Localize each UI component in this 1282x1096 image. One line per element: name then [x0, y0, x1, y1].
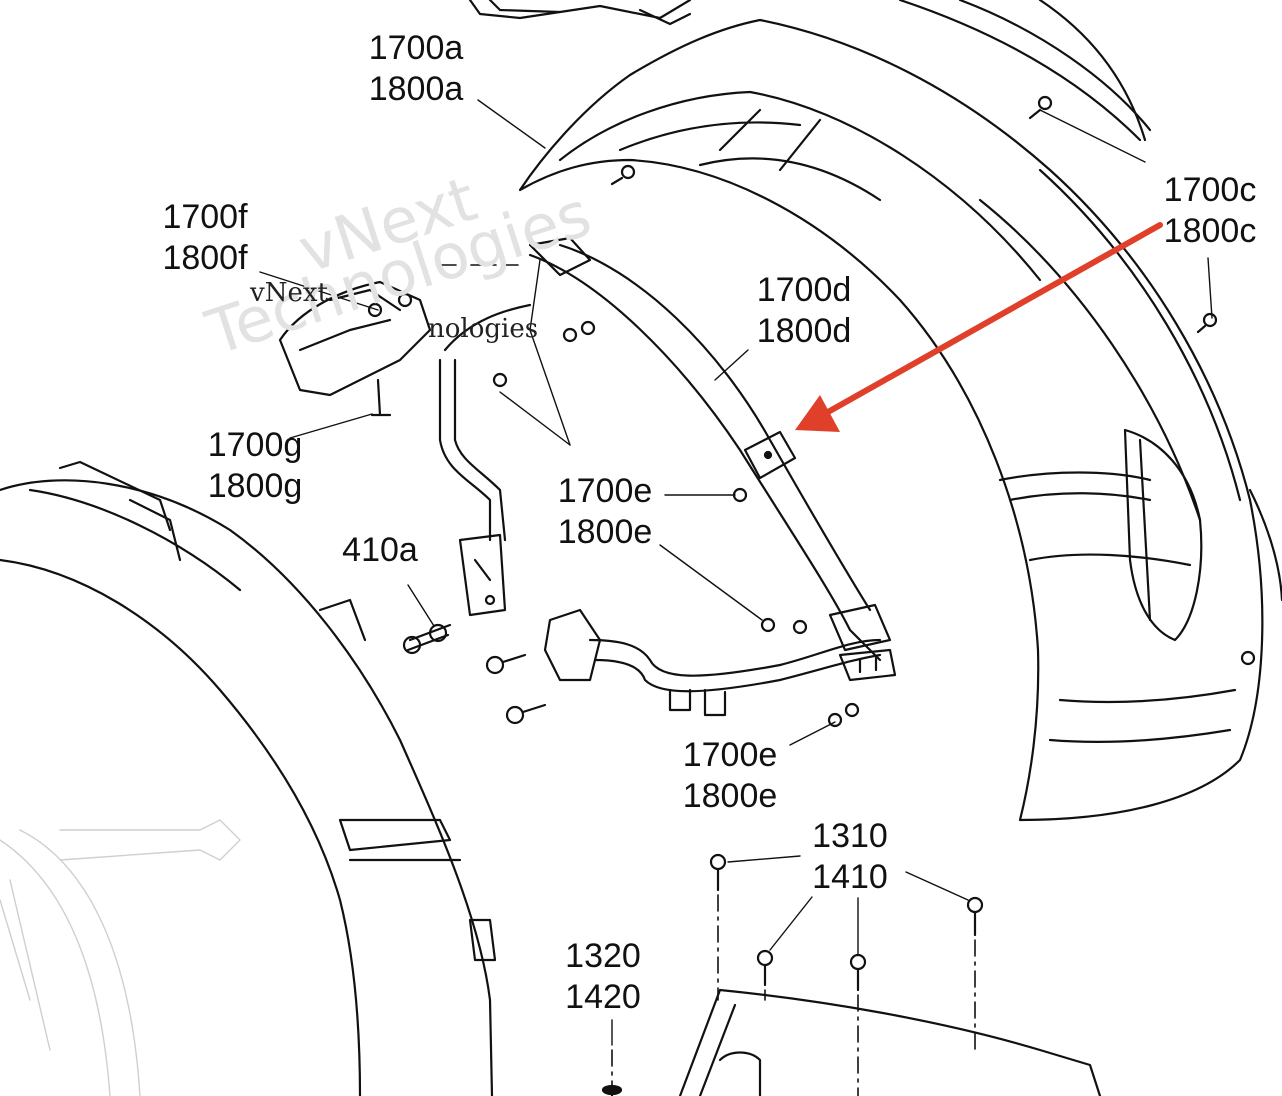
part-number: 410a	[342, 531, 418, 569]
part-number: 1420	[565, 978, 641, 1016]
part-number: 1700d	[756, 271, 852, 309]
callout-1700a: 1700a 1800a	[369, 28, 464, 110]
part-number: 1800f	[162, 239, 248, 277]
assembly-guide-lines	[439, 264, 976, 1096]
callout-1700d: 1700d 1800d	[757, 270, 852, 352]
part-number: 1320	[565, 937, 641, 975]
part-number: 1800a	[368, 70, 464, 108]
part-number: 1800e	[682, 777, 778, 815]
callout-1700f: 1700f 1800f	[162, 197, 247, 279]
rear-fender-panel	[518, 0, 1282, 822]
faint-background-part	[0, 819, 241, 1096]
part-number: 1700e	[557, 472, 653, 510]
part-number: 1800e	[557, 513, 653, 551]
small-mount-part	[278, 280, 432, 417]
top-clipped-part	[468, 0, 692, 26]
part-number: 1800d	[756, 312, 852, 350]
callout-1320: 1320 1420	[565, 936, 641, 1018]
callout-1700e-lower: 1700e 1800e	[683, 735, 778, 817]
callout-1700g: 1700g 1800g	[208, 425, 303, 507]
part-number: 1700e	[682, 736, 778, 774]
part-number: 1800c	[1163, 212, 1257, 250]
part-number: 1700g	[207, 426, 303, 464]
highlight-arrow	[795, 222, 1163, 432]
callout-1700e-upper: 1700e 1800e	[558, 471, 653, 553]
part-number: 1700c	[1163, 171, 1257, 209]
callout-1310: 1310 1410	[812, 816, 888, 898]
screw-fasteners	[402, 623, 984, 1096]
leader-lines	[259, 99, 1213, 1046]
part-number: 1700f	[162, 198, 248, 236]
part-number: 1800g	[207, 467, 303, 505]
part-number: 1310	[812, 817, 888, 855]
bracket-hardware	[492, 95, 1256, 728]
front-fender-panel	[0, 460, 497, 1096]
callout-1700c: 1700c 1800c	[1164, 170, 1257, 252]
callout-410a: 410a	[342, 530, 418, 571]
part-number: 1700a	[368, 29, 464, 67]
part-number: 1410	[812, 858, 888, 896]
support-bracket	[438, 236, 897, 717]
lower-cover-panel	[678, 988, 1102, 1096]
